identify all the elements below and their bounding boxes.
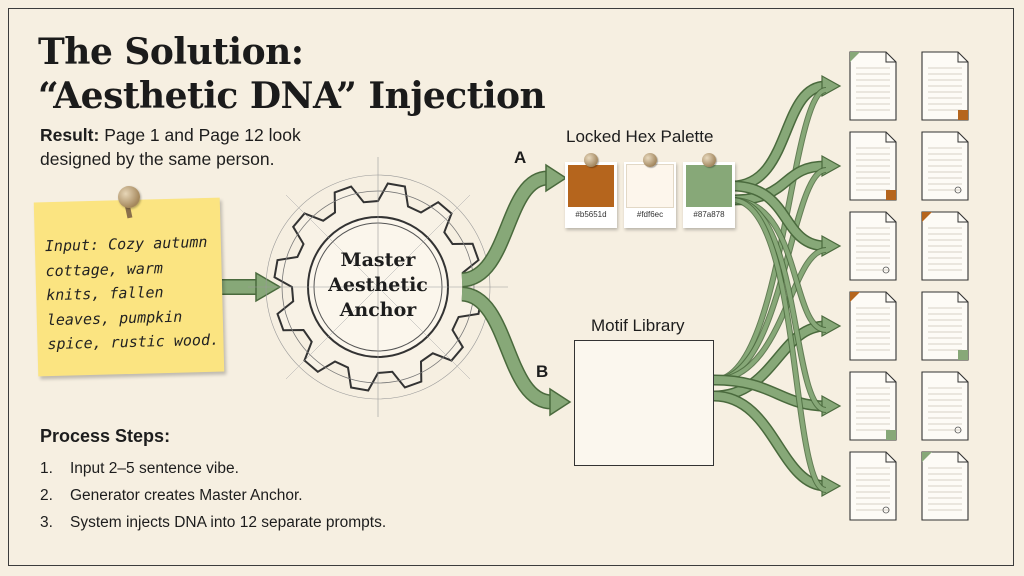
process-step: 3. System injects DNA into 12 separate pr… — [40, 510, 386, 537]
master-anchor-label: Master Aesthetic Anchor — [316, 248, 440, 323]
output-page — [921, 51, 969, 121]
title-line-2: “Aesthetic DNA” Injection — [38, 75, 546, 117]
swatch-hex-label: #b5651d — [575, 210, 607, 219]
swatch-color — [686, 165, 732, 207]
result-statement: Result: Page 1 and Page 12 look designed… — [40, 123, 330, 171]
swatch-card: #fdf6ec — [624, 162, 676, 228]
anchor-line-2: Aesthetic — [328, 274, 428, 296]
output-page — [849, 371, 897, 441]
branch-a-label: A — [514, 148, 527, 167]
output-page — [849, 291, 897, 361]
output-page — [849, 211, 897, 281]
process-steps-title: Process Steps: — [40, 426, 171, 446]
swatch-hex-label: #87a878 — [693, 210, 725, 219]
output-pages — [849, 51, 969, 521]
tack-icon — [584, 153, 598, 167]
output-page — [849, 131, 897, 201]
palette-title: Locked Hex Palette — [566, 127, 714, 146]
process-step: 1. Input 2–5 sentence vibe. — [40, 456, 386, 483]
output-page — [849, 451, 897, 521]
pushpin-icon — [118, 186, 140, 208]
output-page — [921, 211, 969, 281]
output-page — [921, 451, 969, 521]
step-text: System injects DNA into 12 separate prom… — [70, 514, 387, 531]
swatch-hex-label: #fdf6ec — [636, 210, 664, 219]
diagram-frame — [8, 8, 1014, 566]
step-number: 2. — [40, 487, 53, 504]
swatch-color — [626, 164, 674, 208]
result-text: Page 1 and Page 12 look designed by the … — [40, 125, 301, 169]
branch-b-label: B — [536, 362, 549, 381]
branch-arrows — [460, 163, 572, 417]
step-number: 1. — [40, 460, 53, 477]
input-sticky-note: Input: Cozy autumn cottage, warm knits, … — [33, 197, 225, 377]
motif-library-box — [574, 340, 714, 466]
gear-graphic — [248, 157, 508, 417]
step-text: Input 2–5 sentence vibe. — [70, 460, 239, 477]
output-page — [921, 131, 969, 201]
swatch-card: #b5651d — [565, 162, 617, 228]
anchor-line-1: Master — [340, 249, 416, 271]
step-text: Generator creates Master Anchor. — [70, 487, 303, 504]
diagram-title: The Solution: “Aesthetic DNA” Injection — [38, 30, 546, 118]
step-number: 3. — [40, 514, 53, 531]
output-page — [849, 51, 897, 121]
result-label: Result: — [40, 125, 100, 145]
tack-icon — [643, 153, 657, 167]
anchor-line-3: Anchor — [339, 299, 417, 321]
output-page — [921, 291, 969, 361]
tack-icon — [702, 153, 716, 167]
output-page — [921, 371, 969, 441]
process-steps-list: 1. Input 2–5 sentence vibe. 2. Generator c… — [40, 456, 386, 537]
swatch-card: #87a878 — [683, 162, 735, 228]
title-line-1: The Solution: — [38, 31, 304, 73]
process-step: 2. Generator creates Master Anchor. — [40, 483, 386, 510]
input-note-text: Input: Cozy autumn cottage, warm knits, … — [44, 232, 220, 354]
fan-out-flows — [713, 74, 842, 498]
motif-library-title: Motif Library — [591, 316, 685, 335]
swatch-color — [568, 165, 614, 207]
